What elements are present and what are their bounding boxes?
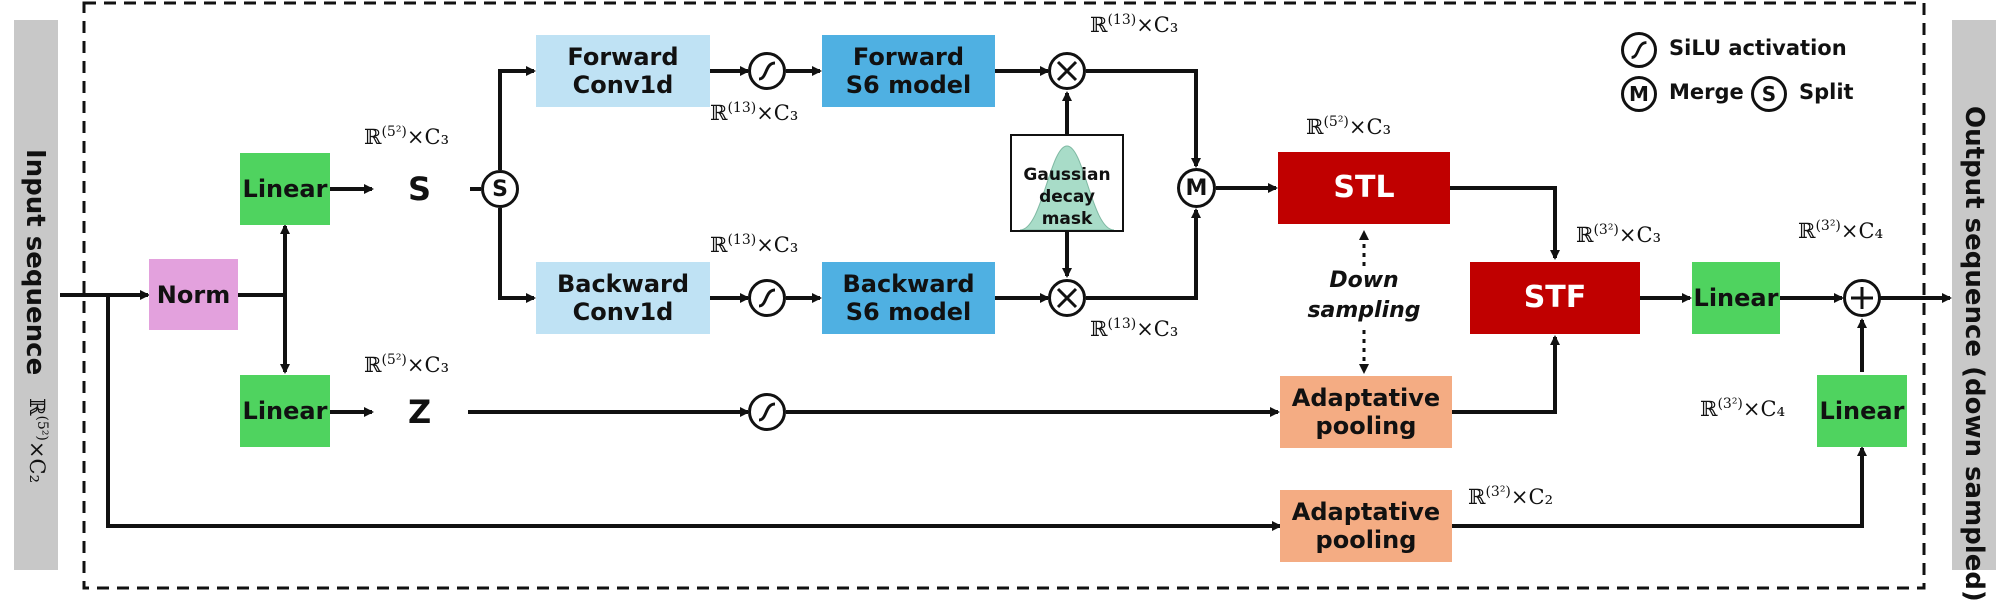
dim-pooling: ℝ(3²)×C₂ [1468,484,1553,509]
dim-z: ℝ(5²)×C₃ [364,352,449,377]
module-frame [82,1,1926,590]
silu-z-icon [748,393,786,431]
input-sequence-label: Input sequence [20,149,50,376]
linear-bottom-block: Linear [240,375,330,447]
multiply-backward-icon [1048,279,1086,317]
backward-conv-block: Backward Conv1d [536,262,710,334]
legend-split-icon: S [1751,76,1787,112]
down-sampling-note: Down sampling [1307,268,1421,323]
legend: SiLU activation M Merge S Split [1615,28,1915,118]
dim-backward-multiply: ℝ(13)×C₃ [1090,316,1179,341]
adaptive-pooling-bottom-block: Adaptative pooling [1280,490,1452,562]
stl-block: STL [1278,152,1450,224]
dim-stl: ℝ(5²)×C₃ [1306,114,1391,139]
adaptive-pooling-mid-block: Adaptative pooling [1280,376,1452,448]
dim-forward-conv: ℝ(13)×C₃ [710,100,799,125]
linear-residual-block: Linear [1817,375,1907,447]
gaussian-label: Gaussian decay mask [1023,165,1111,229]
linear-out-block: Linear [1692,262,1780,334]
norm-block: Norm [149,259,238,330]
legend-silu-label: SiLU activation [1669,36,1847,60]
output-sequence-label: Output sequence (down sampled) [1959,106,1989,602]
dim-s: ℝ(5²)×C₃ [364,124,449,149]
dim-backward-conv: ℝ(13)×C₃ [710,232,799,257]
forward-conv-block: Forward Conv1d [536,35,710,107]
legend-merge-icon: M [1621,76,1657,112]
gaussian-curve-icon [1019,145,1115,230]
gaussian-decay-mask-block: Gaussian decay mask [1010,134,1124,232]
dim-residual: ℝ(3²)×C₄ [1700,396,1785,421]
dim-output: ℝ(3²)×C₄ [1798,218,1883,243]
split-op: S [481,170,519,208]
multiply-forward-icon [1048,52,1086,90]
linear-top-block: Linear [240,153,330,225]
add-icon [1843,279,1881,317]
input-sequence-bar [14,20,58,570]
dim-forward-multiply: ℝ(13)×C₃ [1090,12,1179,37]
s-variable: S [408,170,432,208]
backward-s6-block: Backward S6 model [822,262,995,334]
input-sequence-dim: ℝ(5²)×C₂ [25,398,50,483]
merge-op: M [1177,168,1216,208]
output-sequence-bar [1952,20,1996,570]
legend-silu-icon [1621,32,1657,68]
stf-block: STF [1470,262,1640,334]
z-variable: Z [408,393,432,431]
silu-backward-icon [748,279,786,317]
legend-merge-label: Merge [1669,80,1744,104]
dim-stf: ℝ(3²)×C₃ [1576,222,1661,247]
silu-forward-icon [748,52,786,90]
forward-s6-block: Forward S6 model [822,35,995,107]
legend-split-label: Split [1799,80,1854,104]
